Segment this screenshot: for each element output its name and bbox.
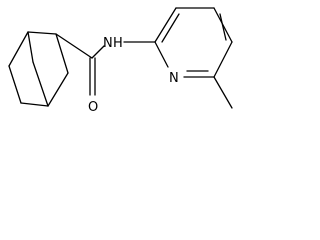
pyridine-ring [154,7,233,78]
carbonyl-oxygen-label: O [88,100,98,115]
methyl-bond [213,76,233,109]
bond [91,45,105,59]
amide-hydrogen-label: H [113,36,123,51]
pyridine-nitrogen-label: N [169,71,179,86]
bond [27,31,34,63]
bond [20,102,49,107]
amide-nitrogen-label: N [103,36,113,51]
amide-group [55,33,156,96]
aromatic-double-bond [161,13,180,43]
bond [154,7,177,43]
bond [27,31,57,35]
bond [55,33,93,59]
bond [47,72,69,107]
aromatic-double-bond [219,13,227,41]
bond [8,31,29,67]
bond [154,41,169,68]
bicycloheptane-ring [8,31,69,107]
bond [32,61,49,107]
chemical-structure-diagram: N H N O [8,7,233,115]
bond [55,33,69,74]
bond [213,41,233,78]
bond [8,65,22,104]
